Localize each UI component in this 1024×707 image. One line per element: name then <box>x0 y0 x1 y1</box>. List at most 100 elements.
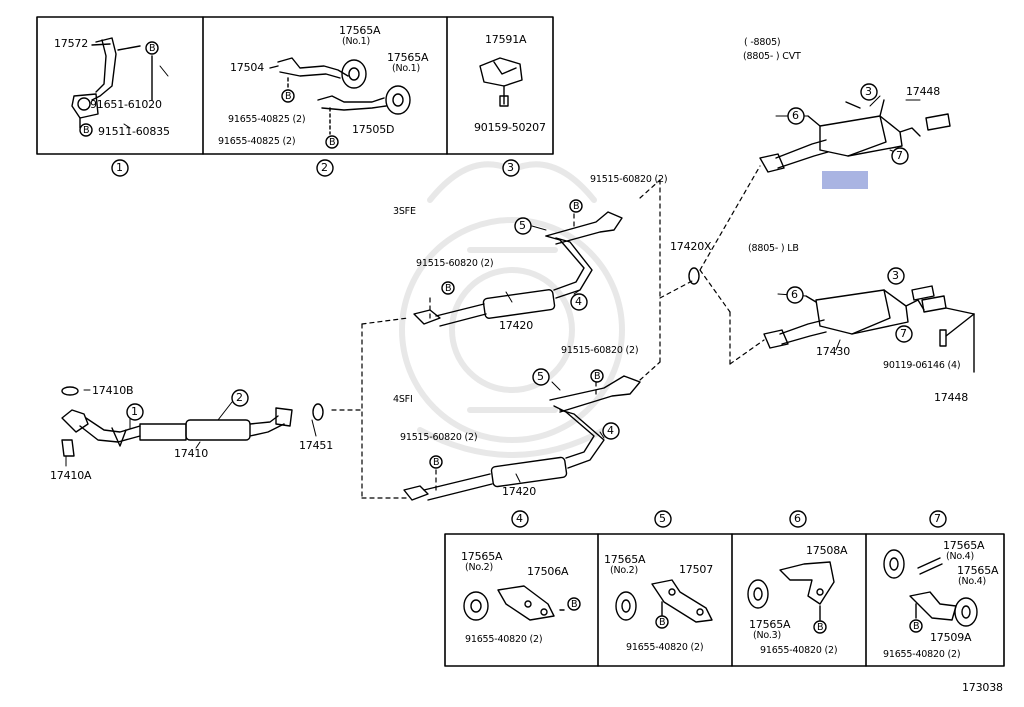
label-lb-range: (8805- ) LB <box>748 243 799 254</box>
label-17448-cvt: 17448 <box>906 85 940 98</box>
label-17509a: 17509A <box>930 631 972 644</box>
label-17506a: 17506A <box>527 565 569 578</box>
bolt-marker: B <box>573 201 580 212</box>
label-17591a: 17591A <box>485 33 527 46</box>
callout-3-cvt: 3 <box>865 85 872 98</box>
callout-4-4sfi: 4 <box>607 424 614 437</box>
label-17410b: 17410B <box>92 384 134 397</box>
label-cvt-range-2: (8805- ) CVT <box>743 51 801 62</box>
bolt-marker: B <box>433 457 440 468</box>
label-17565a-no3: 17565A <box>749 618 791 631</box>
label-17504: 17504 <box>230 61 264 74</box>
bolt-marker: B <box>83 125 90 136</box>
label-17505d: 17505D <box>352 123 395 136</box>
bracket-17505d <box>317 85 411 135</box>
callout-6-lb: 6 <box>791 288 798 301</box>
gasket-17451 <box>312 403 324 421</box>
label-3sfe: 3SFE <box>393 206 416 217</box>
label-17565a-no2-a: 17565A <box>461 550 503 563</box>
gasket-17420x <box>688 267 700 285</box>
label-no1-b: (No.1) <box>392 63 421 74</box>
label-17565a-no2-b: 17565A <box>604 553 646 566</box>
tail-pipe-cvt <box>759 99 951 173</box>
bolt-marker: B <box>913 621 920 632</box>
label-91655-40820-d: 91655-40820 (2) <box>883 649 961 660</box>
label-17451: 17451 <box>299 439 333 452</box>
bolt-marker: B <box>329 137 336 148</box>
label-4sfi: 4SFI <box>393 394 413 405</box>
label-17508a: 17508A <box>806 544 848 557</box>
callout-3: 3 <box>507 161 514 174</box>
label-91655-40820-c: 91655-40820 (2) <box>760 645 838 656</box>
bolt-marker: B <box>445 283 452 294</box>
label-17565a-no1-b: 17565A <box>387 51 429 64</box>
bolt-marker: B <box>149 43 156 54</box>
label-91515-60820-c: 91515-60820 (2) <box>561 345 639 356</box>
callout-6: 6 <box>794 512 801 525</box>
callout-6-cvt: 6 <box>792 109 799 122</box>
callout-7-cvt: 7 <box>896 149 903 162</box>
callout-5-3sfe: 5 <box>519 219 526 232</box>
label-17565a-no4-a: 17565A <box>943 539 985 552</box>
kit-6-parts <box>747 561 835 621</box>
label-no2-b: (No.2) <box>610 565 639 576</box>
label-17507: 17507 <box>679 563 713 576</box>
center-pipe-3sfe <box>413 211 623 327</box>
label-91515-60820-d: 91515-60820 (2) <box>400 432 478 443</box>
bolt-marker: B <box>571 599 578 610</box>
label-17572: 17572 <box>54 37 88 50</box>
label-17565a-no1-a: 17565A <box>339 24 381 37</box>
label-17410a: 17410A <box>50 469 92 482</box>
callout-7: 7 <box>934 512 941 525</box>
label-17410: 17410 <box>174 447 208 460</box>
label-17420-4sfi: 17420 <box>502 485 536 498</box>
label-91515-60820-b: 91515-60820 (2) <box>416 258 494 269</box>
bolt-marker: B <box>285 91 292 102</box>
front-pipe-17410 <box>61 386 293 457</box>
highlight-marker <box>822 171 868 189</box>
mount-17591a <box>479 57 523 107</box>
bolt-marker: B <box>817 622 824 633</box>
label-91655-40820-a: 91655-40820 (2) <box>465 634 543 645</box>
label-cvt-range-1: ( -8805) <box>744 37 781 48</box>
label-90159-50207: 90159-50207 <box>474 121 546 134</box>
label-no3: (No.3) <box>753 630 782 641</box>
label-91655-40825-b: 91655-40825 (2) <box>218 136 296 147</box>
diagram-number: 173038 <box>962 681 1003 694</box>
label-17420-3sfe: 17420 <box>499 319 533 332</box>
bolt-marker: B <box>659 617 666 628</box>
callout-3-lb: 3 <box>892 269 899 282</box>
label-17565a-no4-b: 17565A <box>957 564 999 577</box>
label-91651-61020: 91651-61020 <box>90 98 162 111</box>
callout-7-lb: 7 <box>900 327 907 340</box>
label-no4-b: (No.4) <box>958 576 987 587</box>
bolt-marker: B <box>594 371 601 382</box>
label-no2-a: (No.2) <box>465 562 494 573</box>
label-17420x: 17420X <box>670 240 712 253</box>
watermark-emblem <box>399 161 625 458</box>
tail-pipe-lb <box>763 285 975 373</box>
kit-4-parts <box>463 585 565 621</box>
kit-box-1-3 <box>36 16 554 155</box>
callout-2: 2 <box>321 161 328 174</box>
label-91515-60820-a: 91515-60820 (2) <box>590 174 668 185</box>
label-91655-40820-b: 91655-40820 (2) <box>626 642 704 653</box>
callout-2-pipe: 2 <box>236 391 243 404</box>
label-91655-40825-a: 91655-40825 (2) <box>228 114 306 125</box>
callout-4-3sfe: 4 <box>575 295 582 308</box>
bracket-17504 <box>269 57 367 93</box>
label-no1-a: (No.1) <box>342 36 371 47</box>
kit-7-parts <box>883 549 978 627</box>
callout-1-pipe: 1 <box>131 405 138 418</box>
callout-1: 1 <box>116 161 123 174</box>
bracket-17572 <box>71 37 153 129</box>
center-pipe-4sfi <box>403 375 641 501</box>
callout-5-4sfi: 5 <box>537 370 544 383</box>
callout-4: 4 <box>516 512 523 525</box>
kit-box-4-7 <box>444 533 1005 667</box>
callout-5: 5 <box>659 512 666 525</box>
label-17430: 17430 <box>816 345 850 358</box>
label-91511-60835: 91511-60835 <box>98 125 170 138</box>
